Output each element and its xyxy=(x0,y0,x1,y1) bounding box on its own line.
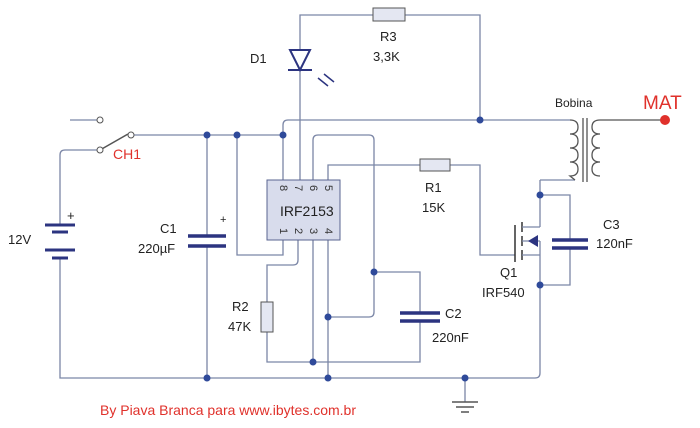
wire-pin3-pin4 xyxy=(312,240,329,378)
c3-value: 120nF xyxy=(596,236,633,251)
wire-battery xyxy=(59,149,98,225)
ic-irf2153 xyxy=(266,179,341,241)
mat-terminal xyxy=(660,115,670,125)
battery-12v xyxy=(45,223,75,260)
r2-value: 47K xyxy=(228,319,252,334)
bobina-label: Bobina xyxy=(555,96,593,110)
wire-c2 xyxy=(313,271,421,363)
r1-label: R1 xyxy=(425,180,442,195)
junction-dots xyxy=(203,116,544,382)
pin-7: 7 xyxy=(292,184,305,192)
d1-label: D1 xyxy=(250,51,267,66)
c1-value: 220µF xyxy=(138,241,176,256)
ic-label: IRF2153 xyxy=(280,203,334,219)
pin-8: 8 xyxy=(277,184,290,192)
c3-label: C3 xyxy=(603,217,620,232)
battery-plus: + xyxy=(67,208,75,223)
battery-label: 12V xyxy=(8,232,32,247)
pin-4: 4 xyxy=(322,227,335,235)
pin-5: 5 xyxy=(322,184,335,192)
pin-6: 6 xyxy=(307,184,320,192)
q1-value: IRF540 xyxy=(482,285,525,300)
d1-led xyxy=(288,49,335,87)
r2-resistor xyxy=(260,301,274,333)
r3-value: 3,3K xyxy=(373,49,400,64)
c1-label: C1 xyxy=(160,221,177,236)
r3-label: R3 xyxy=(380,29,397,44)
wire-drain-source xyxy=(539,179,575,286)
r3-resistor xyxy=(372,7,406,22)
c2-capacitor xyxy=(400,311,440,323)
c2-label: C2 xyxy=(445,306,462,321)
ground-icon xyxy=(452,401,478,413)
pin-2: 2 xyxy=(292,227,305,235)
c1-plus: + xyxy=(220,214,227,226)
wire-pin6 xyxy=(312,134,375,318)
c3-capacitor xyxy=(552,238,588,250)
c2-value: 220nF xyxy=(432,330,469,345)
bobina-transformer xyxy=(568,118,665,182)
wire-pin1 xyxy=(236,135,284,256)
wire-ground-rail xyxy=(59,258,541,379)
wire-r3 xyxy=(299,14,481,185)
wire-vcc-rail xyxy=(282,119,570,185)
r1-resistor xyxy=(419,158,451,172)
r2-label: R2 xyxy=(232,299,249,314)
ch1-label: CH1 xyxy=(113,146,142,162)
r1-value: 15K xyxy=(422,200,446,215)
c1-capacitor xyxy=(188,234,226,248)
ch1-switch[interactable] xyxy=(99,133,129,151)
mat-label: MAT xyxy=(643,93,682,114)
q1-label: Q1 xyxy=(500,265,518,280)
wire-gate xyxy=(327,164,515,256)
pin-3: 3 xyxy=(307,227,320,235)
credit-text: By Piava Branca para www.ibytes.com.br xyxy=(100,402,356,418)
wire-r2 xyxy=(266,240,313,363)
pin-1: 1 xyxy=(277,227,290,235)
q1-mosfet xyxy=(514,222,540,262)
